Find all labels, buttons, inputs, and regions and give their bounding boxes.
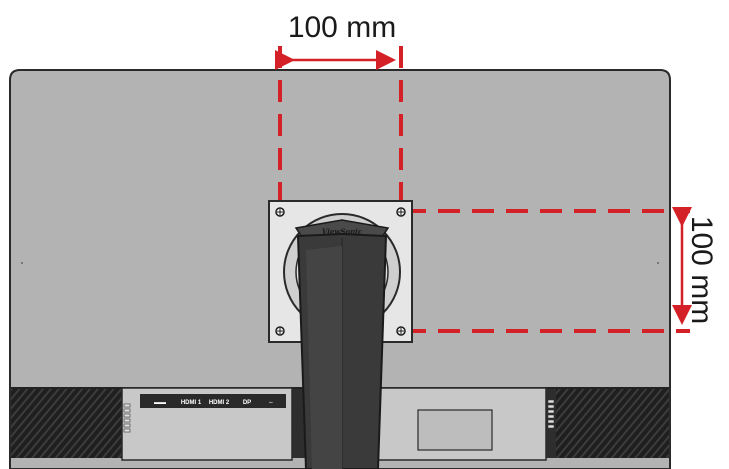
vent-slots-right (547, 399, 555, 429)
port-label-3: DP (243, 400, 251, 406)
port-label-2: HDMI 2 (209, 400, 230, 406)
port-label-1: HDMI 1 (181, 400, 202, 406)
side-dot-right (657, 262, 659, 264)
side-dot-left (21, 262, 23, 264)
vertical-dimension-label: 100 mm (685, 216, 718, 324)
port-labels: ▬▬ HDMI 1 HDMI 2 DP ⇔ (154, 400, 274, 406)
bottom-grille-left (11, 388, 122, 458)
stand-neck (294, 219, 390, 469)
vent-slots-left (123, 403, 131, 433)
screw-holes (275, 207, 406, 336)
port-label-0: ▬▬ (154, 400, 166, 406)
brand-logo: ViewSonic (322, 227, 363, 236)
bottom-grille-right (556, 388, 669, 458)
label-sticker (417, 409, 493, 451)
horizontal-dashed-guides (404, 209, 690, 333)
horizontal-dimension-label: 100 mm (288, 11, 396, 44)
port-label-4: ⇔ (268, 400, 274, 406)
vertical-dashed-guides (278, 46, 403, 207)
port-strip (140, 394, 286, 408)
